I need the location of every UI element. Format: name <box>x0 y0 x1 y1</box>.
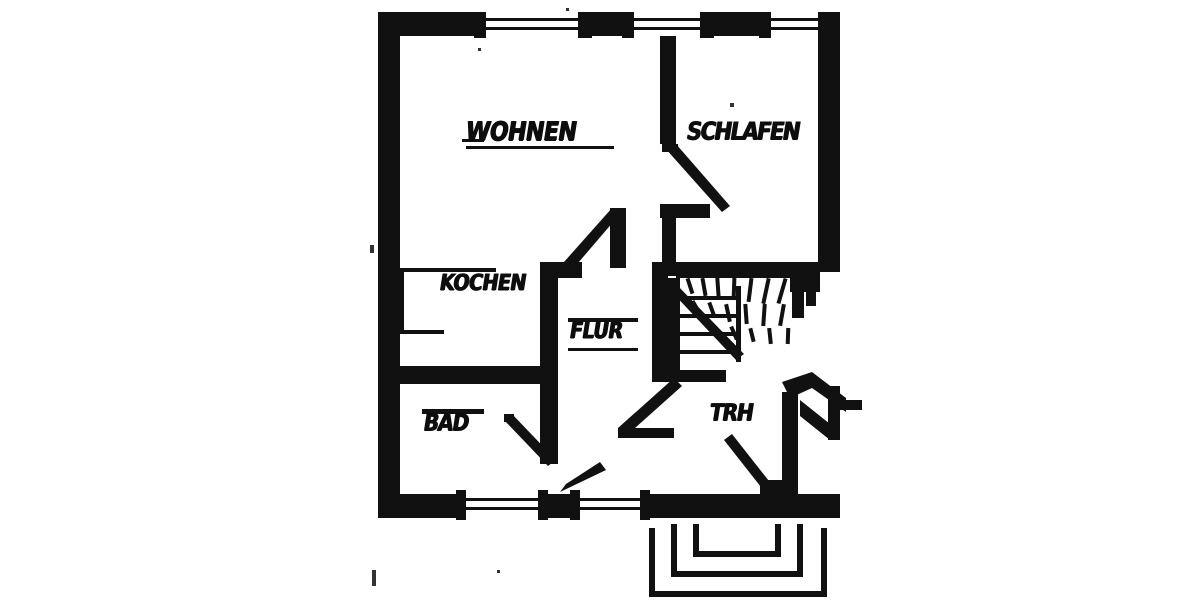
wohnen-label-rule-top <box>462 139 484 142</box>
wall-interior-flur-right <box>652 262 668 382</box>
wall-top-seg2 <box>474 12 486 38</box>
window-top-1 <box>486 18 578 30</box>
room-label-flur: FLUR <box>567 318 625 344</box>
wall-interior-schlafen-right <box>662 204 676 276</box>
window-bottom-1 <box>466 498 538 510</box>
wall-left-mid <box>378 158 400 388</box>
stair-treads-straight <box>680 296 738 354</box>
stair-landing-post-2 <box>806 282 816 306</box>
door-flur-entry <box>618 378 682 438</box>
wall-interior-schlafen-bottom <box>676 262 820 278</box>
room-label-kochen: KOCHEN <box>437 270 528 296</box>
kitchen-niche-lines <box>400 268 496 334</box>
wall-entry-right-2 <box>840 400 862 410</box>
wall-bottom-seg4 <box>548 494 570 518</box>
wall-bottom-seg7 <box>650 494 760 518</box>
room-label-trh: TRH <box>707 397 756 427</box>
wall-bottom-seg6 <box>640 490 650 520</box>
wall-left-upper <box>378 12 400 158</box>
door-bottom-hall <box>560 462 606 492</box>
bad-label-rule-top <box>422 409 484 414</box>
room-label-schlafen: SCHLAFEN <box>684 116 802 146</box>
entrance-steps <box>649 524 827 597</box>
wall-top-seg8 <box>759 12 771 38</box>
door-trh <box>724 434 776 496</box>
flur-label-rule-top <box>568 318 638 322</box>
window-left-1 <box>381 392 394 454</box>
wall-top-seg4 <box>592 12 622 36</box>
wall-bottom-seg1 <box>378 494 456 518</box>
wall-entry-vertical <box>782 392 798 496</box>
wall-interior-kochen-bad <box>394 366 558 384</box>
wall-interior-bad-right <box>540 384 558 464</box>
stair-stringer <box>670 284 744 360</box>
window-top-3 <box>771 18 826 30</box>
wohnen-label-underline <box>466 146 614 149</box>
door-wohnen <box>564 208 626 270</box>
wall-top-seg5 <box>622 12 634 38</box>
wall-interior-wohnen-schlafen <box>660 36 676 144</box>
wall-entry-diagonal-inner <box>800 400 830 440</box>
wall-bottom-seg9 <box>784 494 840 518</box>
stair-wall-left <box>668 278 680 382</box>
door-bad <box>504 414 556 466</box>
window-bottom-2 <box>580 498 640 510</box>
wall-entry-diagonal-outer <box>782 372 846 412</box>
stair-winder-treads <box>685 277 791 345</box>
wall-entry-right <box>828 386 840 440</box>
wall-bottom-seg3 <box>538 490 548 520</box>
room-label-bad: BAD <box>421 407 471 437</box>
window-top-2 <box>634 18 700 30</box>
wall-bottom-seg2 <box>456 490 466 520</box>
flur-label-underline <box>568 348 638 351</box>
wall-top-seg6 <box>700 12 714 38</box>
wall-right-upper <box>818 12 840 272</box>
wall-interior-kochen-flur <box>540 262 558 372</box>
stair-wall-bottom <box>668 370 726 382</box>
door-schlafen <box>662 144 730 212</box>
scan-artifacts <box>370 8 734 586</box>
stair-landing-post-1 <box>792 284 804 318</box>
wall-top-seg7 <box>714 12 759 36</box>
wall-bottom-seg5 <box>570 490 580 520</box>
wall-top-seg3 <box>578 12 592 38</box>
stair-handrail <box>736 286 741 362</box>
room-label-wohnen: WOHNEN <box>463 117 579 148</box>
